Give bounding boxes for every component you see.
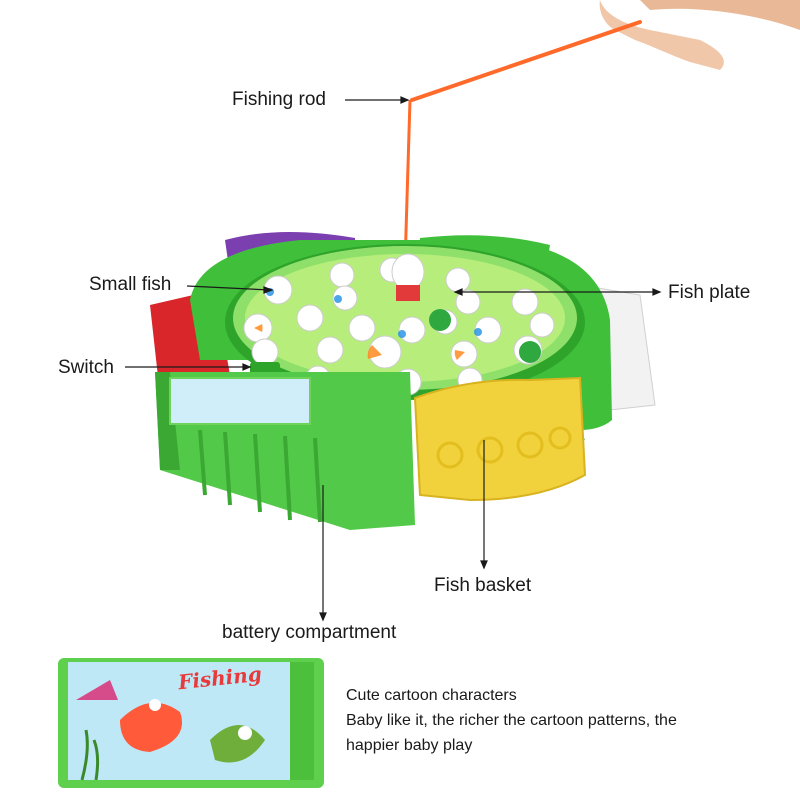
- label-fishing-rod: Fishing rod: [232, 89, 326, 110]
- fishing-rod: [403, 20, 642, 266]
- battery-compartment: [155, 372, 415, 530]
- label-battery-compartment: battery compartment: [222, 622, 397, 643]
- label-switch: Switch: [58, 357, 114, 378]
- description-line-3: happier baby play: [346, 737, 473, 754]
- label-fish-basket: Fish basket: [434, 575, 532, 596]
- pointer-lines: [125, 96, 662, 622]
- sticker-closeup-image: [58, 658, 324, 788]
- description-line-2: Baby like it, the richer the cartoon pat…: [346, 712, 677, 729]
- lifted-fish: [391, 253, 425, 301]
- fish-basket: [413, 376, 587, 502]
- hand-illustration: [599, 0, 800, 70]
- description-line-1: Cute cartoon characters: [346, 687, 517, 704]
- label-small-fish: Small fish: [89, 274, 172, 295]
- product-description: Cute cartoon characters Baby like it, th…: [346, 683, 677, 758]
- label-fish-plate: Fish plate: [668, 282, 751, 303]
